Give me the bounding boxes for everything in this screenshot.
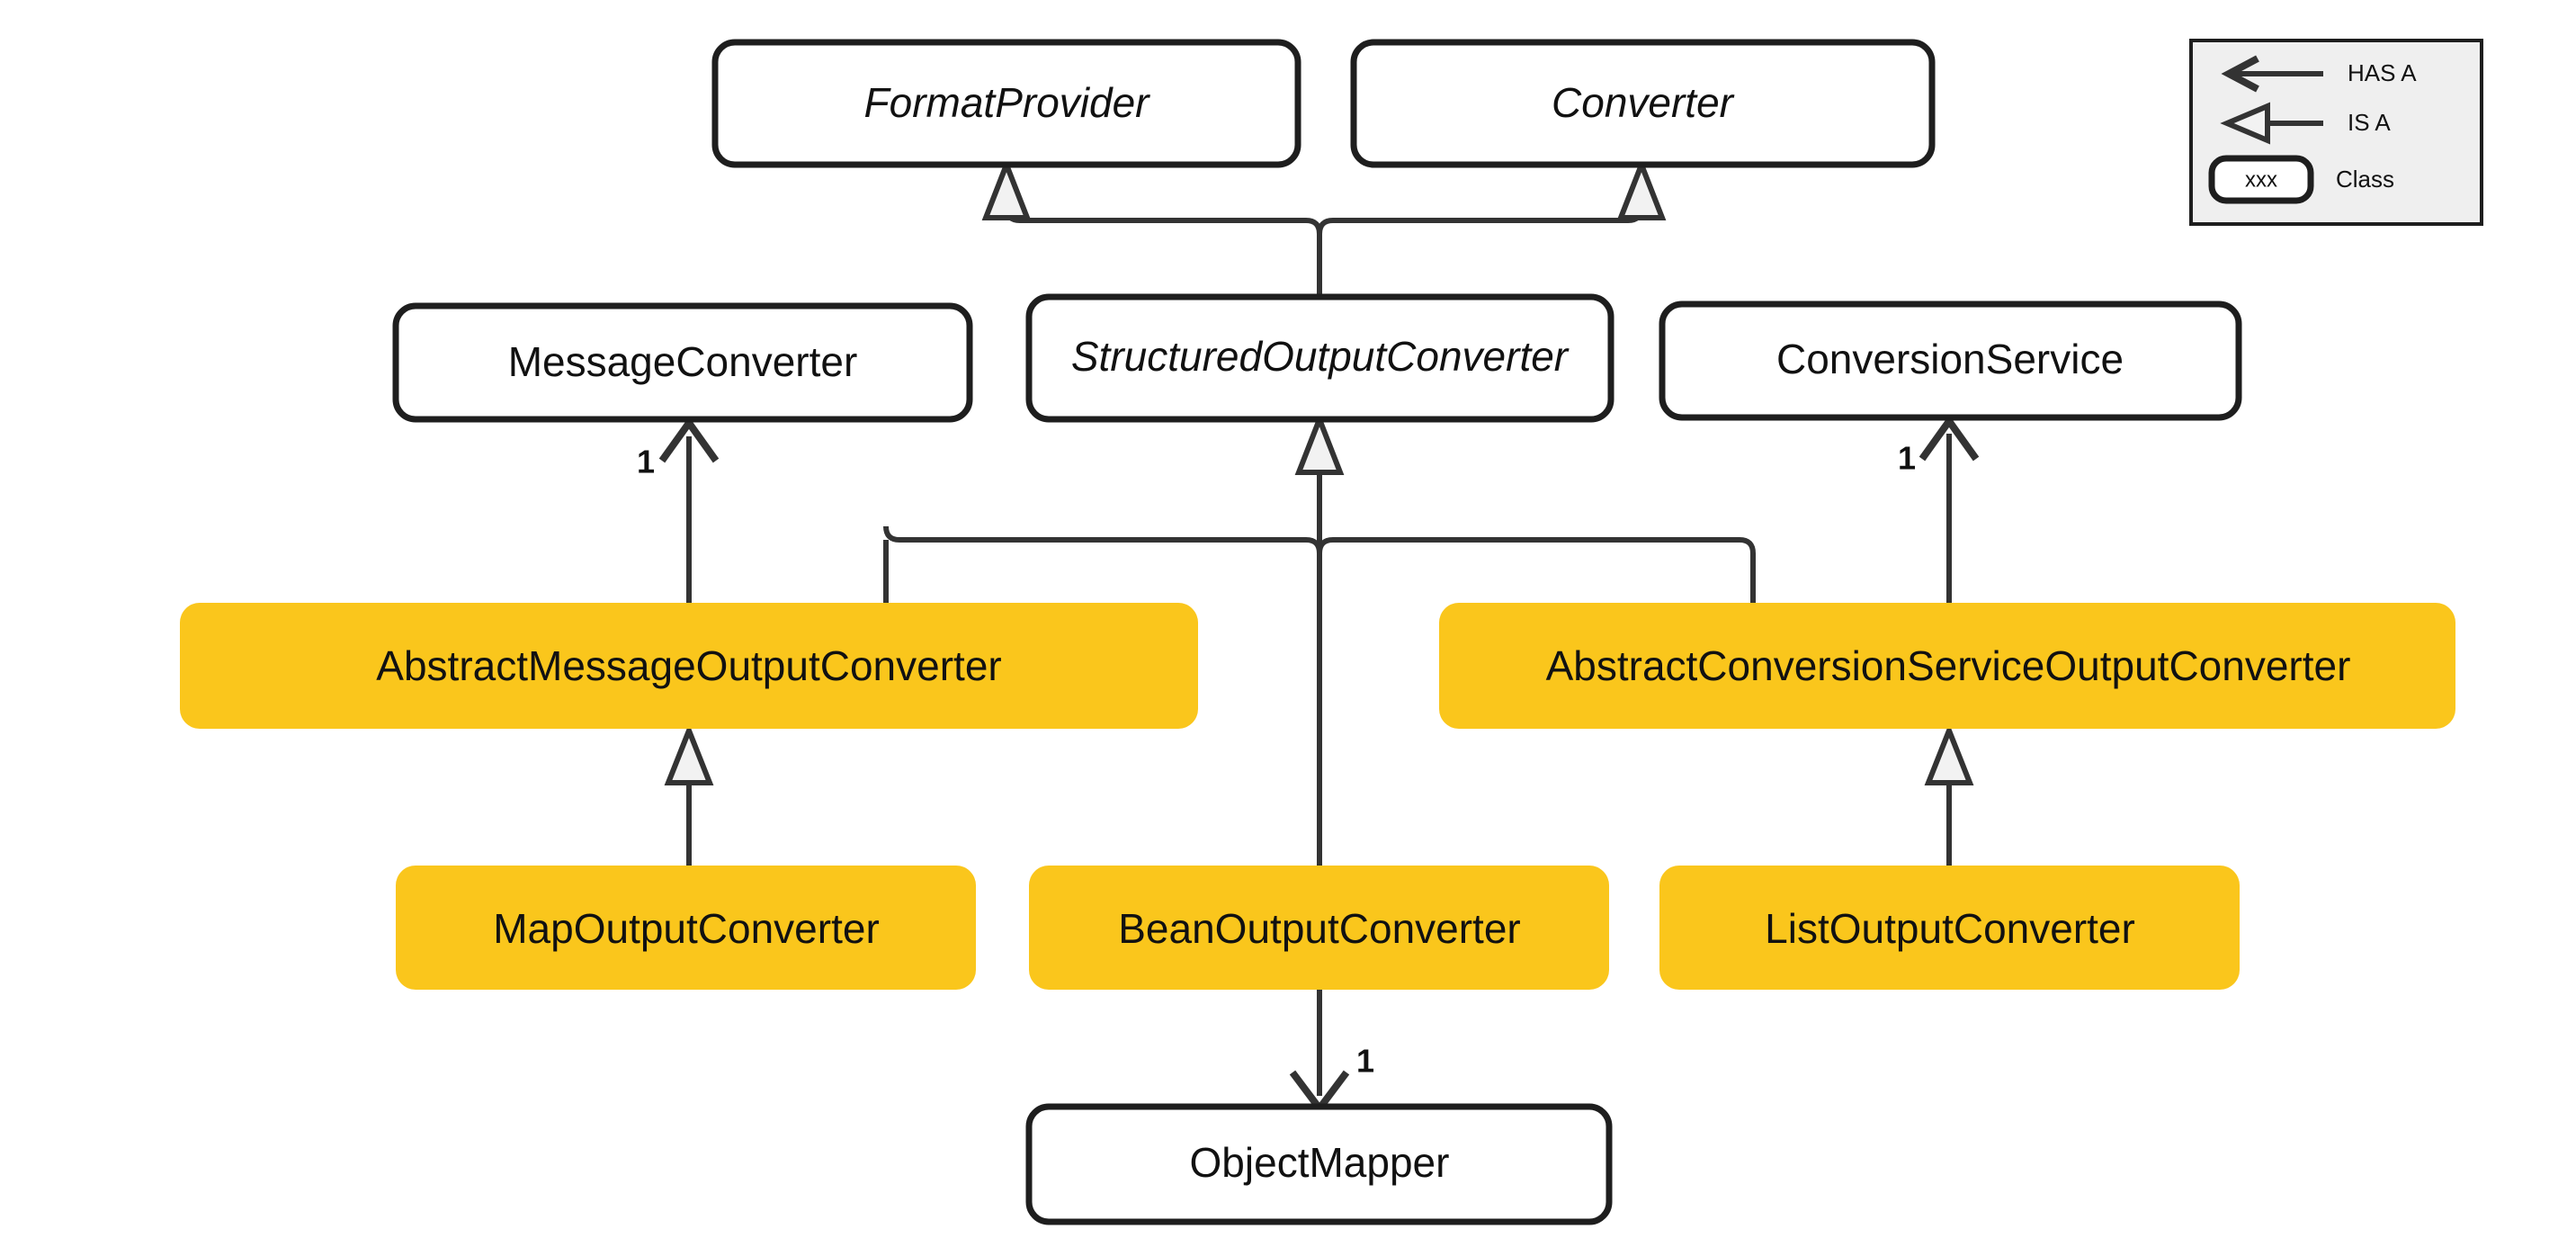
edge-abstract-convsvc-to-structured [1317, 537, 1756, 603]
node-map-output-converter-box[interactable] [396, 866, 976, 990]
legend-class-label: Class [2336, 166, 2394, 193]
node-bean-output-converter[interactable]: BeanOutputConverter [1029, 866, 1609, 990]
edge-structured-to-converter [1317, 193, 1644, 297]
node-format-provider-box[interactable] [711, 39, 1301, 168]
node-structured-output-converter-label: StructuredOutputConverter [1071, 333, 1570, 380]
node-abstract-message-output-converter[interactable]: AbstractMessageOutputConverter [180, 603, 1198, 729]
legend-row-has-a: HAS A [2221, 55, 2417, 93]
node-map-output-converter-label: MapOutputConverter [493, 905, 880, 952]
is-a-arrowhead-structured-output [1294, 411, 1345, 475]
node-format-provider-label: FormatProvider [864, 79, 1151, 126]
node-bean-output-converter-box[interactable] [1029, 866, 1609, 990]
node-converter-box[interactable] [1350, 39, 1936, 168]
node-message-converter[interactable]: MessageConverter [392, 302, 973, 423]
legend-class-sample-text: xxx [2245, 167, 2277, 192]
has-a-arrowhead-conversion-service [1919, 415, 1980, 462]
node-abstract-conversion-service-output-converter-label: AbstractConversionServiceOutputConverter [1546, 642, 2351, 689]
legend-row-is-a: IS A [2220, 102, 2391, 145]
node-list-output-converter[interactable]: ListOutputConverter [1659, 866, 2240, 990]
node-message-converter-label: MessageConverter [508, 338, 858, 385]
is-a-arrowhead-abstract-message [664, 722, 714, 785]
node-list-output-converter-box[interactable] [1659, 866, 2240, 990]
node-map-output-converter[interactable]: MapOutputConverter [396, 866, 976, 990]
node-abstract-conversion-service-output-converter-box[interactable] [1439, 603, 2455, 729]
legend-has-a-label: HAS A [2348, 59, 2417, 86]
node-structured-output-converter-box[interactable] [1025, 293, 1614, 423]
edge-abstract-message-to-structured [883, 525, 1322, 603]
rounded-box-icon [2208, 155, 2314, 204]
node-object-mapper[interactable]: ObjectMapper [1025, 1103, 1613, 1225]
node-abstract-message-output-converter-label: AbstractMessageOutputConverter [376, 642, 1001, 689]
legend-row-class: xxx Class [2208, 155, 2394, 204]
multiplicity-label-message-converter: 1 [637, 444, 655, 480]
legend: HAS A IS A xxx Class [2189, 39, 2483, 226]
node-object-mapper-label: ObjectMapper [1190, 1139, 1450, 1186]
node-bean-output-converter-label: BeanOutputConverter [1118, 905, 1521, 952]
node-structured-output-converter[interactable]: StructuredOutputConverter [1025, 293, 1614, 423]
multiplicity-label-conversion-service: 1 [1898, 440, 1916, 477]
node-conversion-service[interactable]: ConversionService [1659, 301, 2242, 421]
has-a-arrowhead-message-converter [658, 417, 720, 463]
node-converter[interactable]: Converter [1350, 39, 1936, 168]
open-arrow-left-icon [2221, 55, 2259, 93]
is-a-arrowhead-abstract-convsvc [1924, 722, 1974, 785]
node-conversion-service-label: ConversionService [1776, 336, 2124, 382]
legend-is-a-label: IS A [2348, 109, 2391, 136]
node-format-provider[interactable]: FormatProvider [711, 39, 1301, 168]
node-message-converter-box[interactable] [392, 302, 973, 423]
edge-structured-to-format-provider [1004, 193, 1322, 297]
node-conversion-service-box[interactable] [1659, 301, 2242, 421]
node-abstract-conversion-service-output-converter[interactable]: AbstractConversionServiceOutputConverter [1439, 603, 2455, 729]
node-layer: FormatProvider Converter MessageConverte… [180, 39, 2455, 1225]
node-converter-label: Converter [1552, 79, 1735, 126]
edge-layer: 1 1 1 [637, 157, 1980, 1115]
multiplicity-label-object-mapper: 1 [1356, 1043, 1374, 1080]
node-object-mapper-box[interactable] [1025, 1103, 1613, 1225]
node-abstract-message-output-converter-box[interactable] [180, 603, 1198, 729]
is-a-arrowhead-format-provider [981, 157, 1032, 220]
node-list-output-converter-label: ListOutputConverter [1765, 905, 2135, 952]
is-a-arrowhead-converter [1616, 157, 1667, 220]
